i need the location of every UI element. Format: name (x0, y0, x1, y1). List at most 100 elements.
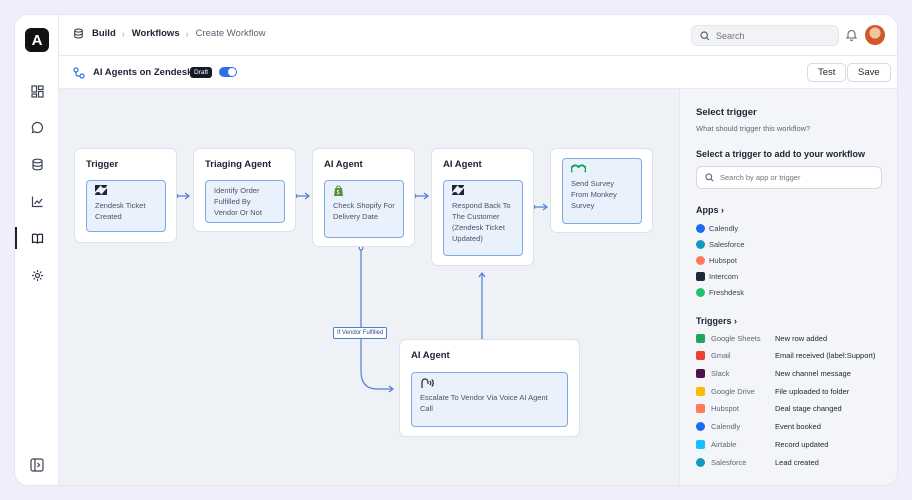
search-input[interactable] (716, 30, 826, 41)
arrow-head (184, 192, 190, 200)
survey-node[interactable]: Send Survey From Monkey Survey (550, 148, 653, 233)
chevron-right-icon: › (185, 28, 189, 39)
app-item-salesforce[interactable]: Salesforce (696, 240, 744, 249)
analytics-icon[interactable] (28, 192, 46, 210)
breadcrumb-create-workflow: Create Workflow (195, 28, 266, 39)
node-title: AI Agent (443, 159, 482, 170)
breadcrumb-build[interactable]: Build (92, 28, 116, 39)
trigger-event: New row added (775, 334, 828, 343)
search-icon (705, 173, 714, 182)
trigger-item[interactable]: Airtable Record updated (696, 440, 896, 452)
node-description: Zendesk Ticket Created (95, 201, 146, 221)
trigger-item[interactable]: Slack New channel message (696, 369, 896, 381)
workflow-canvas[interactable]: Trigger Zendesk Ticket Created Triaging … (59, 89, 679, 485)
ai-agent-respond-node[interactable]: AI Agent Respond Back To The Customer (Z… (431, 148, 534, 266)
freshdesk-icon (696, 288, 705, 297)
trigger-item[interactable]: Calendly Event booked (696, 422, 896, 434)
trigger-node-body[interactable]: Zendesk Ticket Created (86, 180, 166, 232)
condition-label[interactable]: If Vendor Fulfilled (333, 327, 388, 339)
app-label: Salesforce (709, 240, 745, 249)
arrow-head (304, 192, 310, 200)
settings-icon[interactable] (28, 266, 46, 284)
app-item-freshdesk[interactable]: Freshdesk (696, 288, 744, 297)
trigger-app: Slack (711, 369, 730, 378)
trigger-event: Record updated (775, 440, 829, 449)
trigger-search-input[interactable] (720, 173, 870, 182)
node-description: Identify Order Fulfilled By Vendor Or No… (214, 186, 262, 217)
trigger-panel: Select trigger What should trigger this … (679, 89, 897, 485)
voice-icon (420, 377, 559, 389)
surveymonkey-icon (570, 163, 633, 175)
app-item-hubspot[interactable]: Hubspot (696, 256, 737, 265)
dashboard-icon[interactable] (28, 82, 46, 100)
trigger-app: Hubspot (711, 404, 739, 413)
breadcrumb-root-icon (73, 28, 84, 39)
trigger-node[interactable]: Trigger Zendesk Ticket Created (74, 148, 177, 243)
active-indicator (15, 227, 17, 249)
hubspot-icon (696, 256, 705, 265)
apps-heading-label: Apps (696, 205, 719, 215)
workflow-icon (73, 66, 87, 80)
trigger-app: Google Drive (711, 387, 755, 396)
triaging-agent-body[interactable]: Identify Order Fulfilled By Vendor Or No… (205, 180, 285, 223)
panel-select-heading: Select a trigger to add to your workflow (696, 149, 866, 159)
trigger-app: Calendly (711, 422, 741, 431)
avatar[interactable] (865, 25, 885, 45)
save-button[interactable]: Save (847, 63, 891, 82)
arrow-head (423, 192, 429, 200)
ai-agent-shopify-node[interactable]: AI Agent Check Shopify For Delivery Date (312, 148, 415, 247)
calendly-icon (696, 224, 705, 233)
test-button[interactable]: Test (807, 63, 847, 82)
calendly-icon (696, 422, 705, 431)
workflow-title: AI Agents on Zendesk (93, 67, 193, 78)
google-sheets-icon (696, 334, 705, 343)
panel-title: Select trigger (696, 107, 757, 118)
ai-agent-escalate-node[interactable]: AI Agent Escalate To Vendor Via Voice AI… (399, 339, 580, 437)
app-logo[interactable]: A (25, 28, 49, 52)
ai-agent-respond-body[interactable]: Respond Back To The Customer (Zendesk Ti… (443, 180, 523, 256)
trigger-event: Lead created (775, 458, 819, 467)
triggers-heading[interactable]: Triggers › (696, 316, 737, 326)
trigger-app: Google Sheets (711, 334, 761, 343)
app-item-intercom[interactable]: Intercom (696, 272, 738, 281)
workflow-enabled-toggle[interactable] (219, 67, 237, 77)
node-description: Check Shopify For Delivery Date (333, 201, 395, 221)
app-item-calendly[interactable]: Calendly (696, 224, 738, 233)
trigger-item[interactable]: Hubspot Deal stage changed (696, 404, 896, 416)
trigger-item[interactable]: Salesforce Lead created (696, 458, 896, 470)
workflow-header: AI Agents on Zendesk Draft Test Save (59, 56, 897, 89)
google-drive-icon (696, 387, 705, 396)
node-description: Respond Back To The Customer (Zendesk Ti… (452, 201, 511, 243)
database-icon[interactable] (28, 155, 46, 173)
trigger-app: Airtable (711, 440, 737, 449)
slack-icon (696, 369, 705, 378)
trigger-app: Gmail (711, 351, 731, 360)
chevron-right-icon: › (121, 28, 125, 39)
panel-subtitle: What should trigger this workflow? (696, 124, 811, 133)
expand-sidebar-icon[interactable] (28, 456, 46, 474)
zendesk-icon (452, 185, 514, 197)
triggers-heading-label: Triggers (696, 316, 732, 326)
gmail-icon (696, 351, 705, 360)
trigger-item[interactable]: Google Drive File uploaded to folder (696, 387, 896, 399)
bell-icon[interactable] (845, 28, 859, 42)
apps-heading[interactable]: Apps › (696, 205, 724, 215)
breadcrumb-workflows[interactable]: Workflows (131, 28, 180, 39)
trigger-item[interactable]: Gmail Email received (label:Support) (696, 351, 896, 363)
arrow-head (542, 203, 548, 211)
trigger-search[interactable] (696, 166, 882, 189)
ai-agent-escalate-body[interactable]: Escalate To Vendor Via Voice AI Agent Ca… (411, 372, 568, 427)
trigger-item[interactable]: Google Sheets New row added (696, 334, 896, 346)
node-title: AI Agent (411, 350, 450, 361)
triaging-agent-node[interactable]: Triaging Agent Identify Order Fulfilled … (193, 148, 296, 232)
survey-node-body[interactable]: Send Survey From Monkey Survey (562, 158, 642, 224)
book-icon[interactable] (28, 229, 46, 247)
connector-shopify-escalate (360, 247, 393, 390)
chat-icon[interactable] (28, 118, 46, 136)
global-search[interactable] (691, 25, 839, 46)
node-description: Send Survey From Monkey Survey (571, 179, 617, 210)
trigger-event: Deal stage changed (775, 404, 842, 413)
top-bar: Build › Workflows › Create Workflow (59, 15, 897, 56)
ai-agent-shopify-body[interactable]: Check Shopify For Delivery Date (324, 180, 404, 238)
intercom-icon (696, 272, 705, 281)
